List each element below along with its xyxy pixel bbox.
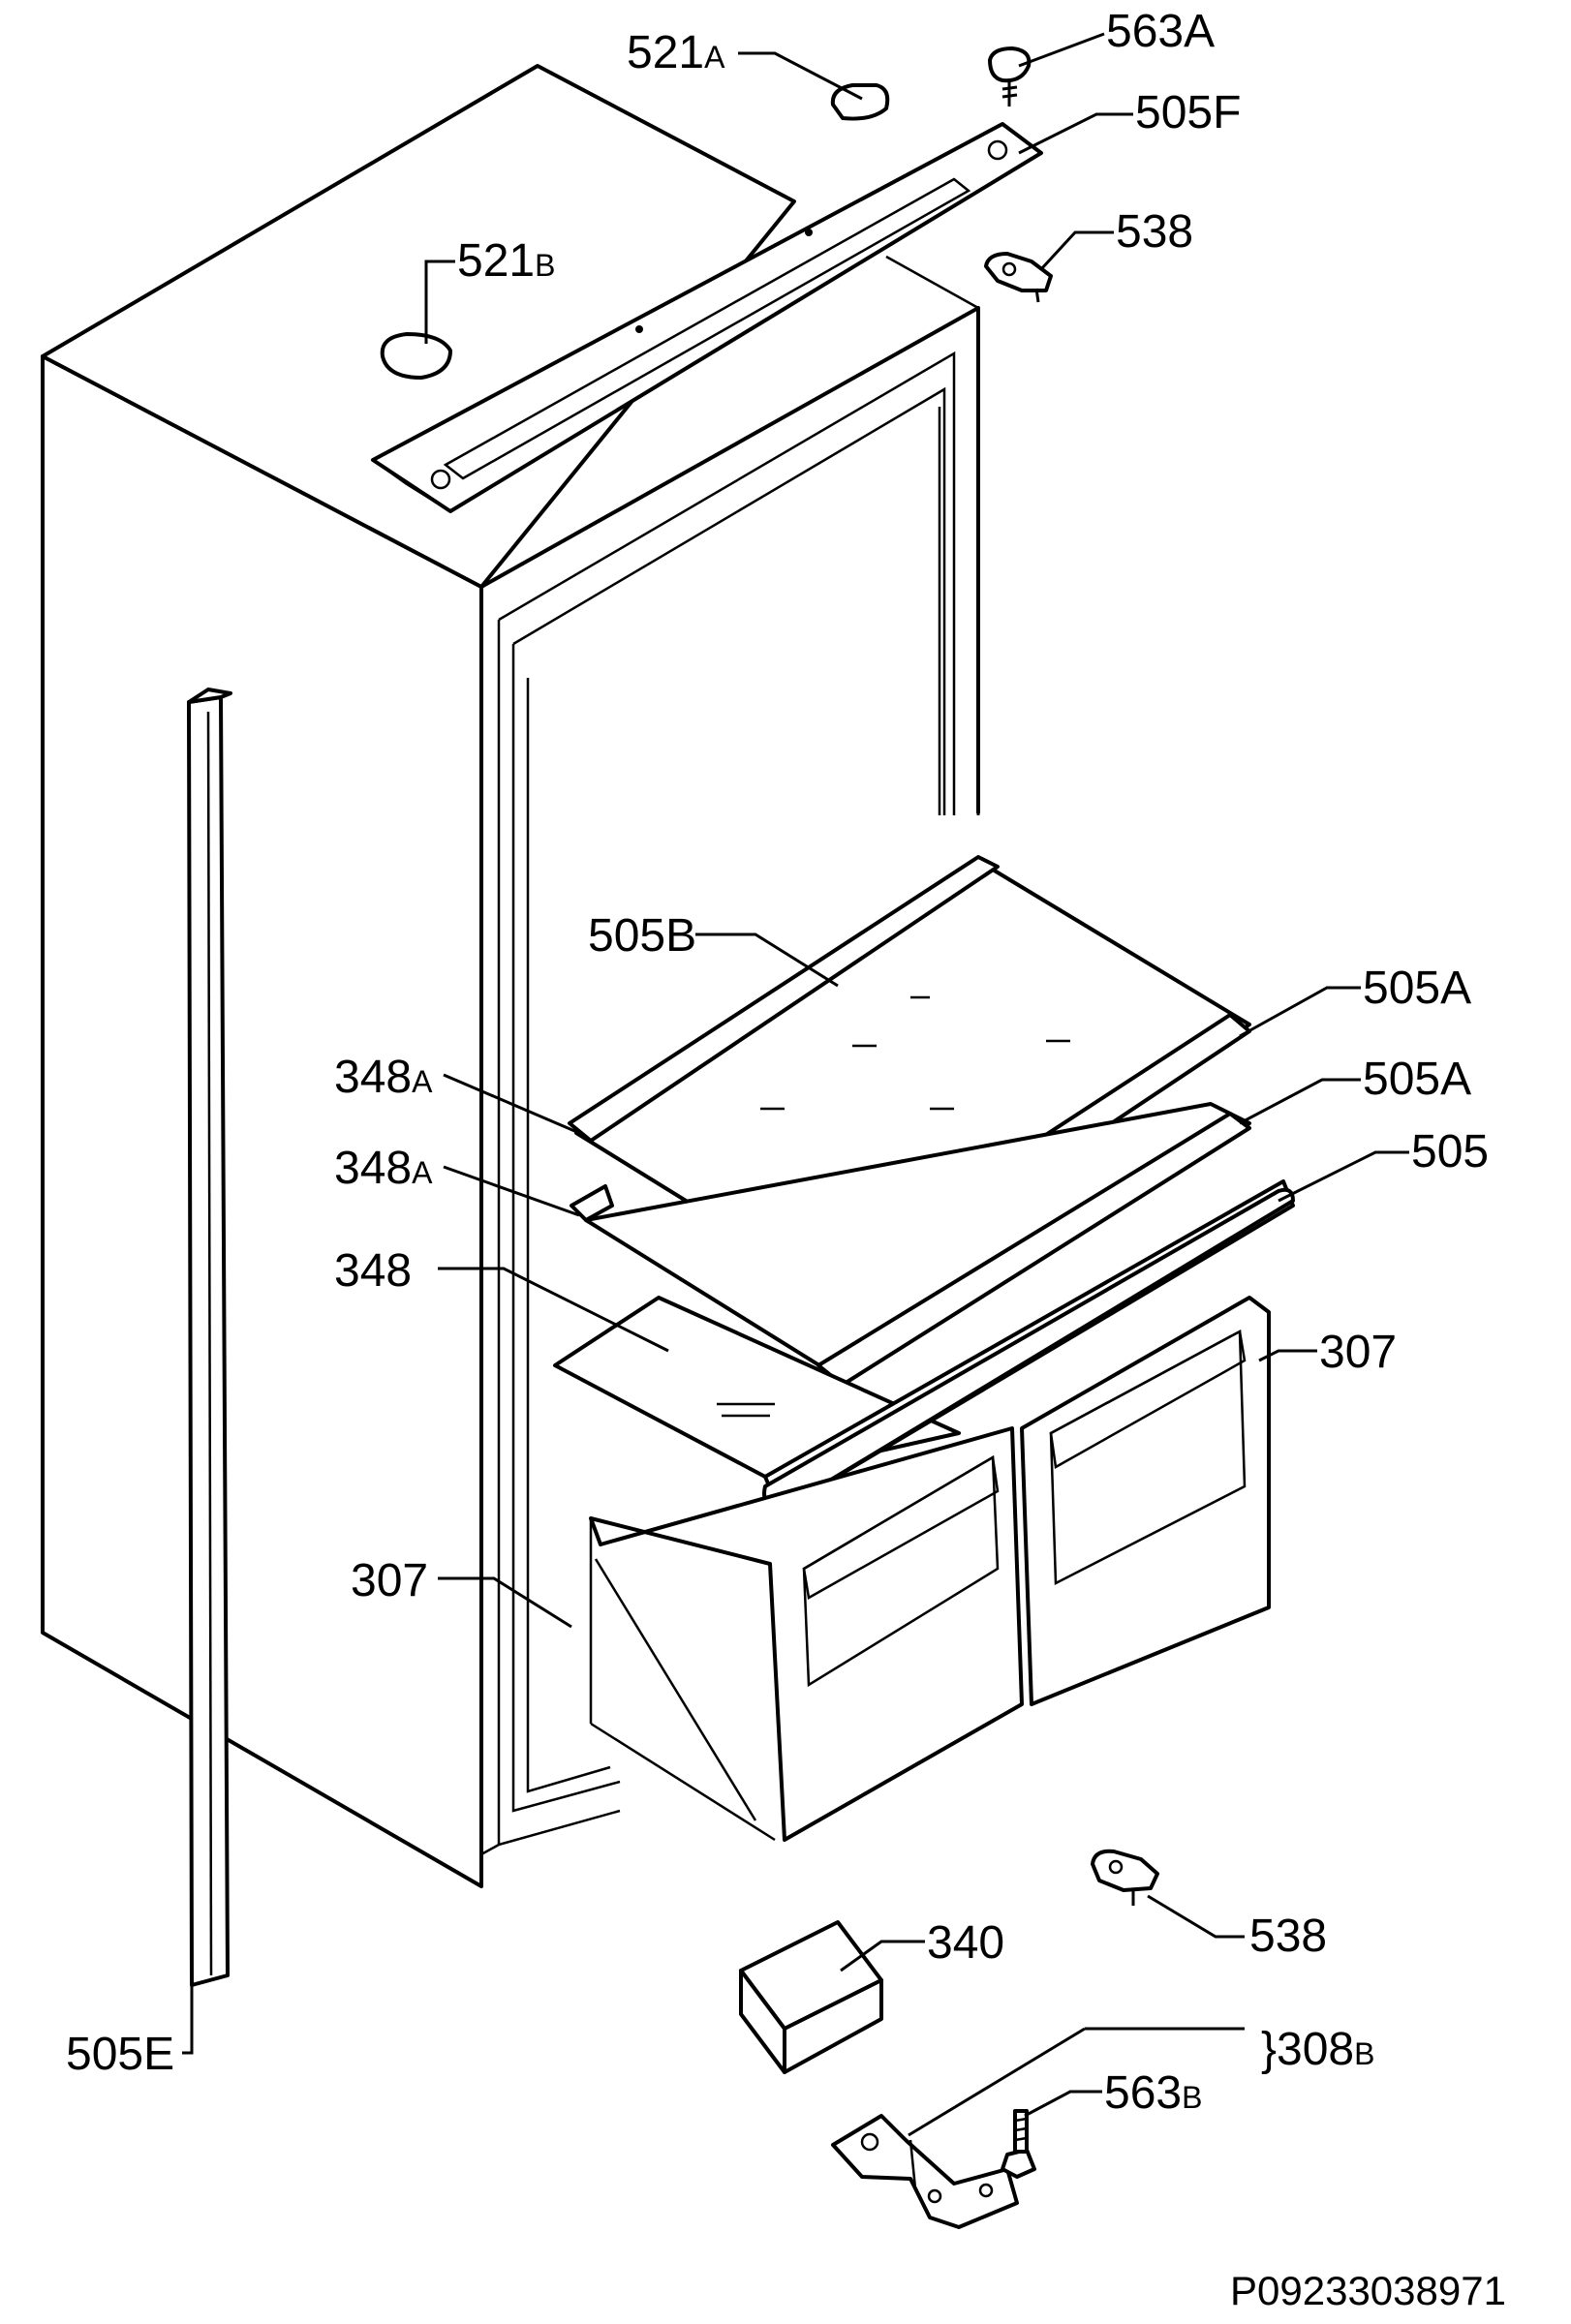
label-348a-upper: 348A [334, 1052, 433, 1103]
label-308b: }308B [1261, 2024, 1374, 2075]
hinge-pin-538-top [984, 252, 1053, 303]
label-505: 505 [1411, 1126, 1489, 1177]
label-521b: 521B [457, 235, 555, 287]
top-hinge-cover-521a [830, 83, 890, 121]
drawer-right [1020, 1296, 1271, 1706]
box-340 [739, 1920, 883, 2074]
top-trim-bar [371, 122, 1043, 513]
label-340: 340 [927, 1917, 1004, 1969]
label-505e: 505E [66, 2029, 174, 2080]
part-labels: 521A 563A 505F 538 521B 505B 505A 348A 5… [66, 6, 1489, 2119]
glass-shelf-lower [553, 1179, 1295, 1513]
hinge-pin-538-bottom [1091, 1849, 1159, 1906]
label-538-top: 538 [1116, 206, 1193, 258]
label-505a-lower: 505A [1363, 1054, 1471, 1105]
document-number: P09233038971 [1230, 2268, 1506, 2313]
cover-cap-521b [380, 332, 452, 380]
label-521a: 521A [627, 27, 725, 78]
label-563a: 563A [1106, 6, 1215, 57]
screw-563a [988, 46, 1032, 107]
leader-lines [182, 32, 1409, 2137]
label-538-bottom: 538 [1249, 1911, 1327, 1962]
cabinet-body [41, 64, 980, 1888]
glass-shelf-middle [570, 1102, 1251, 1387]
label-505f: 505F [1135, 87, 1241, 138]
drawer-left [589, 1426, 1024, 1842]
hinge-bracket-308b [831, 2114, 1019, 2229]
label-505a-upper: 505A [1363, 963, 1471, 1014]
label-348: 348 [334, 1245, 412, 1297]
label-348a-lower: 348A [334, 1143, 433, 1194]
screw-563b [1001, 2109, 1036, 2179]
label-505b: 505B [588, 910, 696, 962]
label-563b: 563B [1104, 2067, 1202, 2119]
label-307-left: 307 [351, 1555, 428, 1606]
label-307-right: 307 [1319, 1327, 1397, 1378]
door-trim-505e [187, 688, 232, 1987]
